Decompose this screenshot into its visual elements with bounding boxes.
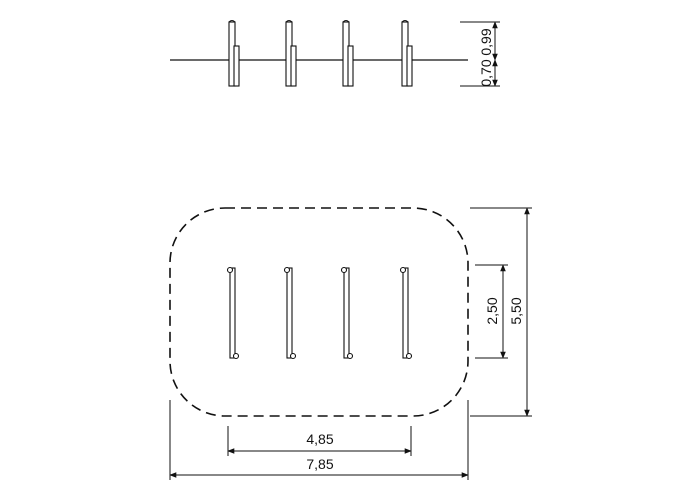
plan-dim-outer-width-label: 7,85 bbox=[306, 456, 333, 472]
elevation-post bbox=[228, 20, 240, 87]
elevation-post bbox=[342, 20, 354, 87]
plan-dim-inner-height-label: 2,50 bbox=[484, 297, 500, 324]
elevation-view: 0,99 0,70 bbox=[170, 20, 500, 87]
elevation-post bbox=[285, 20, 297, 87]
elevation-posts bbox=[228, 20, 413, 87]
elev-dim-lower-label: 0,70 bbox=[478, 59, 494, 86]
plan-dim-outer-height-label: 5,50 bbox=[508, 297, 524, 324]
plan-post bbox=[226, 266, 240, 360]
safety-zone-outline bbox=[169, 207, 469, 417]
plan-post bbox=[340, 266, 354, 360]
plan-posts bbox=[226, 266, 413, 360]
plan-dim-inner-width-label: 4,85 bbox=[306, 431, 333, 447]
elev-dim-upper-label: 0,99 bbox=[478, 28, 494, 55]
plan-view: 2,50 5,50 4,85 7,85 bbox=[169, 207, 532, 480]
elevation-post bbox=[401, 20, 413, 87]
plan-post bbox=[399, 266, 413, 360]
plan-post bbox=[283, 266, 297, 360]
